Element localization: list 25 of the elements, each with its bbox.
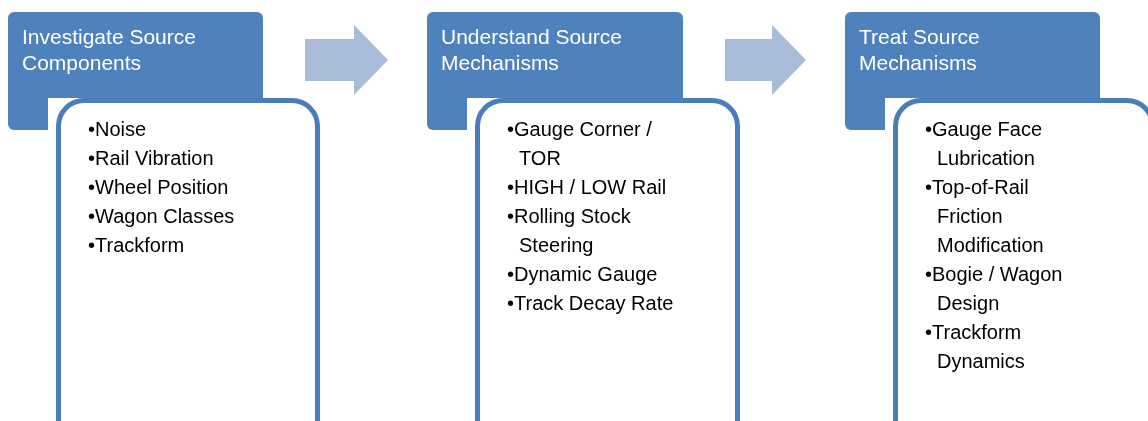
header-box [8, 12, 263, 98]
block-arrow [725, 25, 806, 95]
list-item: •HIGH / LOW Rail [507, 175, 668, 200]
list-item: •Track Decay Rate [507, 291, 675, 316]
list-item: •Bogie / Wagon Design [925, 262, 1064, 316]
list-card [475, 98, 740, 421]
list-item: •Gauge Corner / TOR [507, 117, 653, 171]
header-text: Understand Source Mechanisms [441, 24, 623, 76]
list-item: •Noise [88, 117, 148, 142]
list-item: •Gauge Face Lubrication [925, 117, 1044, 171]
list-item: •Rolling Stock Steering [507, 204, 632, 258]
list-item: •Wheel Position [88, 175, 230, 200]
list-item: •Rail Vibration [88, 146, 215, 171]
header-box [427, 12, 683, 98]
header-box [845, 12, 1100, 98]
list-item: •Trackform Dynamics [925, 320, 1026, 374]
list-item: •Wagon Classes [88, 204, 236, 229]
list-card [893, 98, 1148, 421]
list-item: •Dynamic Gauge [507, 262, 659, 287]
list-item: •Top-of-Rail Friction Modification [925, 175, 1045, 258]
list-card [56, 98, 320, 421]
header-text: Investigate Source Components [22, 24, 197, 76]
header-text: Treat Source Mechanisms [859, 24, 981, 76]
block-arrow [305, 25, 388, 95]
list-item: •Trackform [88, 233, 186, 258]
